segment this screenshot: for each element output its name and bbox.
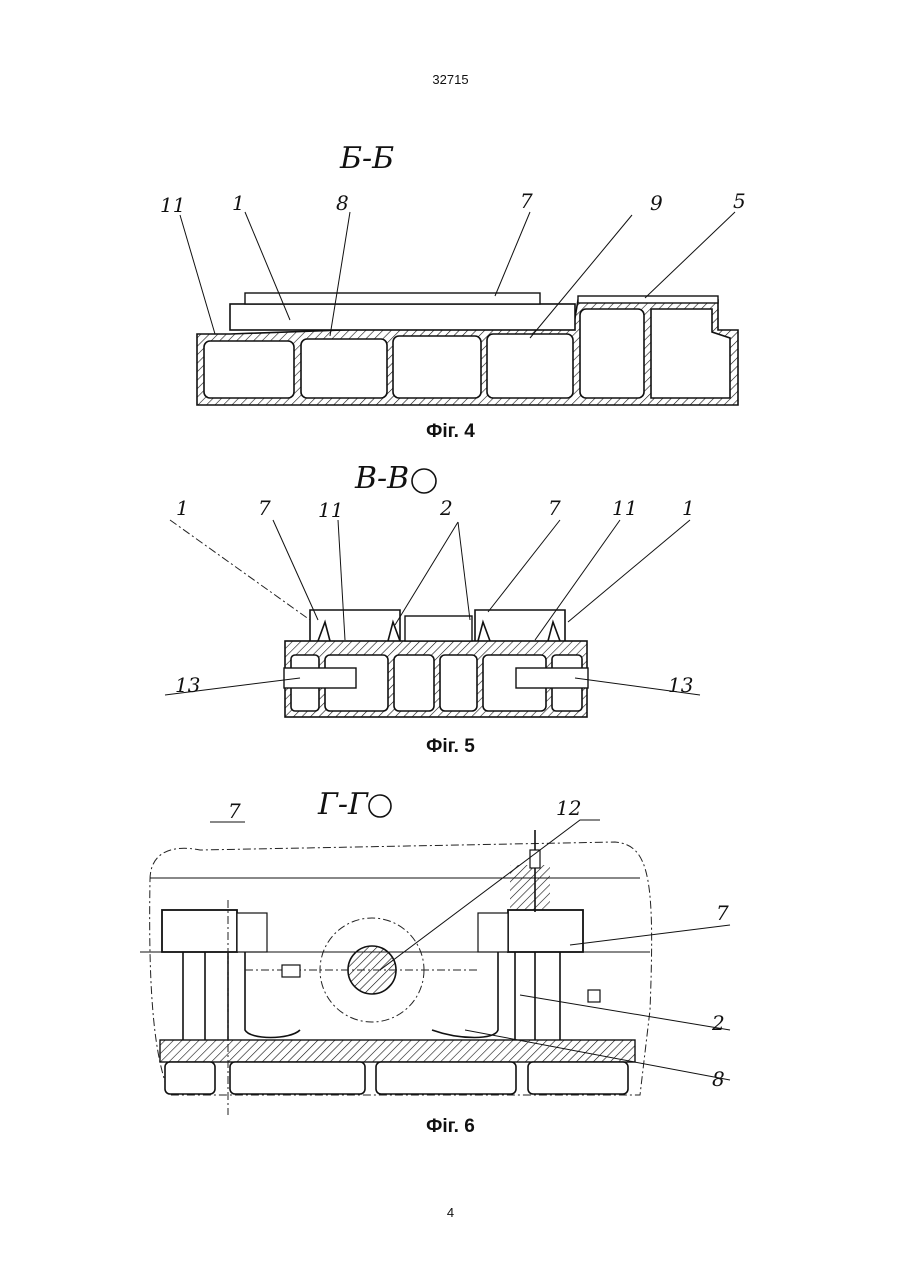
label-fig5-13-right: 13 [668, 673, 693, 697]
section-label-v: В-В [354, 461, 409, 496]
section-label-b: Б-Б [339, 141, 394, 176]
label-fig6-2: 2 [711, 1011, 725, 1035]
figure-5-caption: Фіг. 5 [0, 736, 901, 758]
figure-6-drawing: Г-Г [140, 787, 730, 1115]
label-fig5-1-left: 1 [176, 496, 189, 520]
section-circle-icon [369, 795, 391, 817]
label-fig5-2: 2 [439, 496, 453, 520]
label-fig6-7-left: 7 [228, 799, 241, 823]
figure-4-caption: Фіг. 4 [0, 421, 901, 443]
label-fig4-7: 7 [520, 189, 533, 213]
label-fig6-7-right: 7 [716, 901, 729, 925]
label-fig5-7-right: 7 [548, 496, 561, 520]
label-fig4-11: 11 [160, 193, 185, 217]
label-fig4-8: 8 [336, 191, 349, 215]
label-fig6-8: 8 [712, 1067, 725, 1091]
label-fig5-11-right: 11 [612, 496, 637, 520]
figure-5-drawing: В-В 1 7 11 2 7 [165, 461, 700, 717]
label-fig4-1: 1 [232, 191, 245, 215]
page-number: 4 [0, 1205, 901, 1220]
section-label-g: Г-Г [317, 787, 369, 822]
label-fig4-9: 9 [650, 191, 663, 215]
label-fig5-7-left: 7 [258, 496, 271, 520]
label-fig5-13-left: 13 [175, 673, 200, 697]
section-circle-icon [412, 469, 436, 493]
label-fig5-11-left: 11 [318, 498, 343, 522]
label-fig6-12: 12 [556, 796, 581, 820]
label-fig4-5: 5 [733, 189, 746, 213]
figure-4-drawing: Б-Б 11 1 8 7 9 5 [160, 141, 746, 405]
figure-6-caption: Фіг. 6 [0, 1116, 901, 1138]
label-fig5-1-right: 1 [682, 496, 695, 520]
